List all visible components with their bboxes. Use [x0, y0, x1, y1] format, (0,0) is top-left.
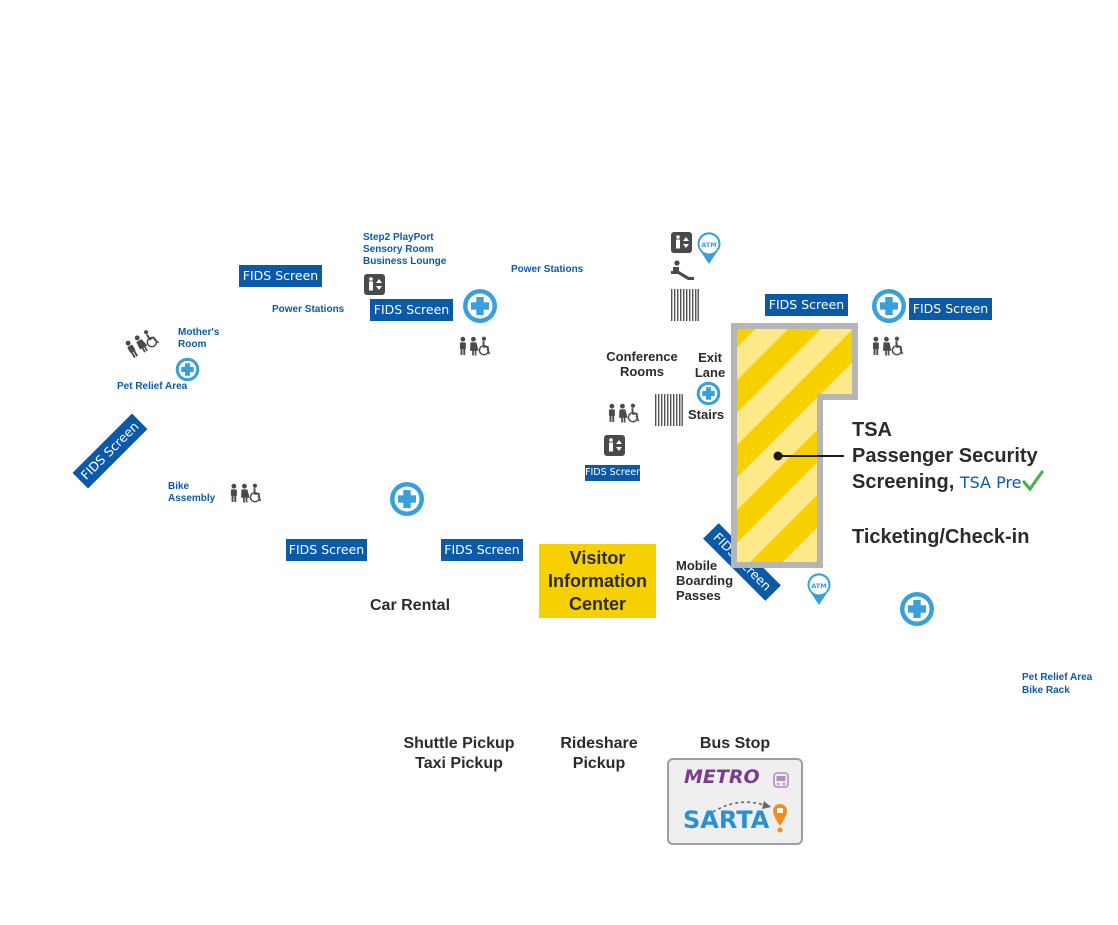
bus-stop-label: Bus Stop: [699, 735, 771, 752]
first-aid-icon: [696, 381, 721, 406]
elevator-icon: [604, 435, 625, 456]
mothers-room-label: Mother's: [178, 327, 220, 338]
metro-logo: METRO: [684, 766, 760, 788]
bike-assembly-label-2: Assembly: [168, 493, 216, 504]
bike-assembly-label: Bike: [168, 481, 190, 492]
security-pointer-line: [773, 451, 844, 461]
ticketing-checkin-label: Ticketing/Check-in: [852, 526, 1030, 548]
fids-screen-7: FIDS Screen: [585, 465, 642, 481]
power-stations-label: Power Stations: [272, 304, 345, 315]
fids-screen-2: FIDS Screen: [370, 299, 453, 321]
first-aid-icon: [900, 592, 934, 626]
conference-rooms-line2: Rooms: [619, 364, 665, 379]
restroom-icon: [608, 403, 641, 423]
stairs-icon: [655, 394, 683, 426]
first-aid-icon: [175, 357, 200, 382]
location-pin-icon: [773, 804, 787, 833]
sarta-logo: SARTA: [683, 806, 770, 834]
first-aid-icon: [463, 289, 497, 323]
check-icon: [1021, 470, 1044, 492]
elevator-icon: [364, 274, 385, 295]
shuttle-pickup-line: Shuttle Pickup: [403, 735, 515, 752]
fids-screen-8: FIDS Screen: [72, 413, 148, 489]
restroom-icon: [230, 483, 262, 503]
taxi-pickup-line: Taxi Pickup: [415, 755, 503, 772]
restroom-icon: [123, 326, 161, 360]
car-rental-label: Car Rental: [370, 597, 451, 614]
conference-rooms-label: Conference Rooms: [599, 349, 685, 379]
rideshare-line1: Rideshare: [560, 735, 638, 752]
tsa-screening-text: Screening,: [852, 471, 955, 493]
tsa-label-line2: Passenger Security: [852, 445, 1038, 467]
route-arrow-icon: [712, 801, 771, 813]
visitor-line3: Center: [568, 593, 626, 614]
fids-screen-1: FIDS Screen: [239, 265, 322, 287]
rideshare-pickup-label: Rideshare Pickup: [549, 734, 649, 774]
fids-screen-5: FIDS Screen: [286, 539, 367, 561]
fids-screen-3: FIDS Screen: [765, 294, 848, 316]
atm-icon: [697, 232, 721, 264]
exit-lane-line2: Lane: [694, 365, 726, 380]
fids-screen-4: FIDS Screen: [909, 298, 992, 320]
pet-relief-area-label: Pet Relief Area: [117, 381, 188, 392]
stairs-label: Stairs: [688, 407, 725, 422]
first-aid-icon: [872, 289, 906, 323]
mobile-line1: Mobile: [676, 558, 718, 573]
bus-stop-sign: METRO SARTA: [667, 758, 803, 845]
atm-icon: [807, 573, 831, 605]
mothers-room-label-2: Room: [178, 339, 207, 350]
restroom-icon: [872, 336, 905, 356]
elevator-icon: [671, 232, 692, 253]
tsa-precheck-logo: TSA Pre: [959, 473, 1022, 492]
business-lounge-label: Business Lounge: [363, 256, 447, 267]
bus-icon: [773, 772, 789, 788]
first-aid-icon: [390, 482, 424, 516]
visitor-information-center: Visitor Information Center: [539, 544, 656, 618]
restroom-icon: [459, 336, 491, 356]
tsa-spacer: [852, 496, 1044, 524]
tsa-security-label: TSA Passenger Security Screening, TSA Pr…: [852, 417, 1044, 550]
stairs-icon: [671, 289, 699, 321]
exit-lane-line1: Exit: [698, 350, 722, 365]
exit-lane-label: Exit Lane: [688, 350, 732, 380]
power-stations-label: Power Stations: [511, 264, 584, 275]
sensory-room-label: Sensory Room: [363, 244, 434, 255]
visitor-line2: Information: [548, 570, 647, 591]
security-screening-area: [731, 323, 858, 568]
rideshare-line2: Pickup: [572, 755, 626, 772]
tsa-label-line3: Screening, TSA Pre: [852, 469, 1044, 496]
step2-playport-label: Step2 PlayPort: [363, 232, 434, 243]
visitor-line1: Visitor: [569, 547, 626, 568]
shuttle-taxi-pickup-label: Shuttle Pickup Taxi Pickup: [393, 734, 525, 774]
conference-rooms-line1: Conference: [606, 349, 678, 364]
mobile-line3: Passes: [676, 588, 721, 603]
mobile-line2: Boarding: [676, 573, 734, 588]
pet-relief-area-label: Pet Relief Area: [1022, 672, 1093, 683]
mobile-boarding-passes-label: Mobile Boarding Passes: [676, 558, 733, 603]
escalator-icon: [671, 260, 694, 280]
fids-screen-6: FIDS Screen: [441, 539, 523, 561]
tsa-label-line1: TSA: [852, 419, 892, 441]
bike-rack-label: Bike Rack: [1022, 685, 1070, 696]
